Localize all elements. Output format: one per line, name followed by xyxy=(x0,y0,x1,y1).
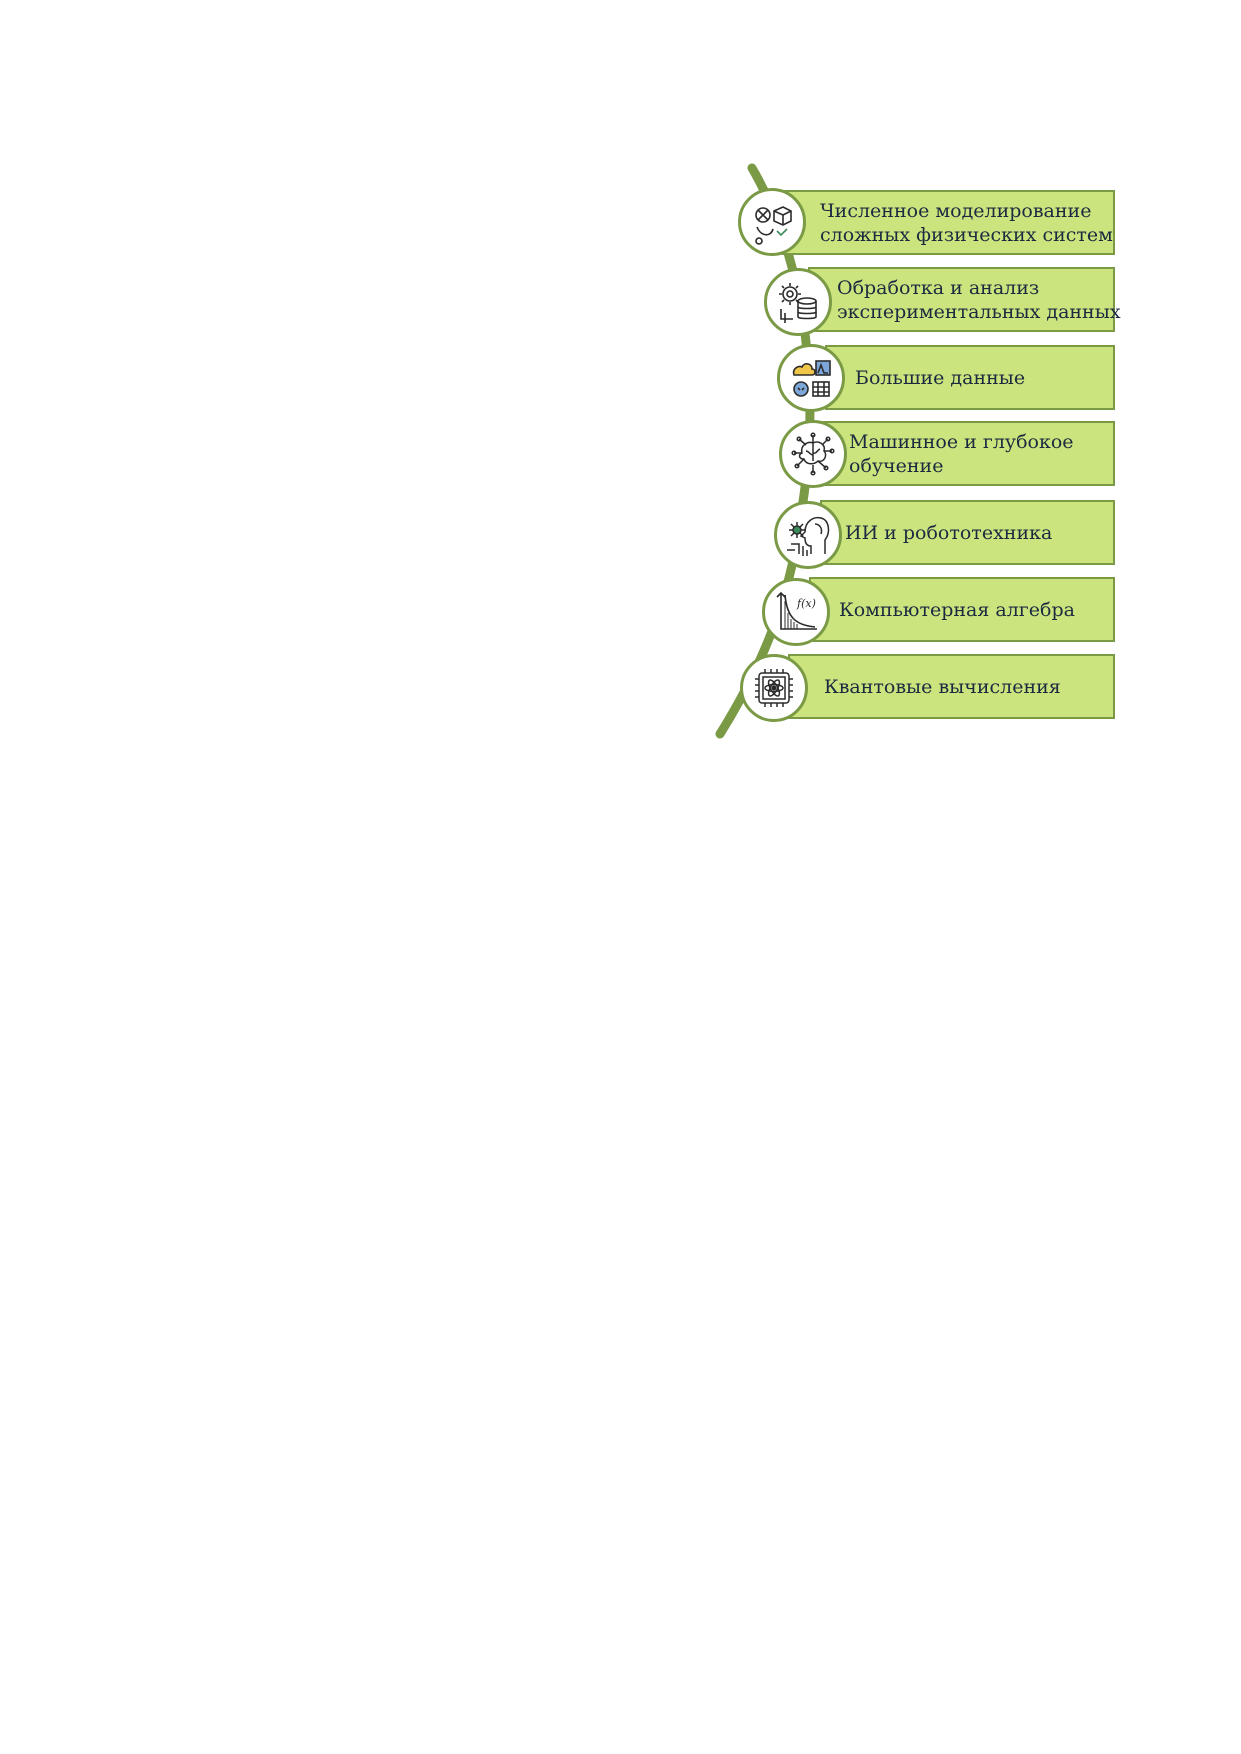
function-graph-icon: f(x) xyxy=(762,578,830,646)
item-label: Большие данные xyxy=(855,366,1025,390)
item-label-line: Квантовые вычисления xyxy=(824,675,1061,698)
item-label-line: экспериментальных данных xyxy=(837,300,1121,323)
item-label: Обработка и анализ экспериментальных дан… xyxy=(837,276,1121,324)
item-box-numerical-modeling: Численное моделирование сложных физическ… xyxy=(782,190,1115,255)
item-box-quantum-computing: Квантовые вычисления xyxy=(788,654,1115,719)
data-server-gear-icon xyxy=(764,268,832,336)
item-label: ИИ и робототехника xyxy=(845,521,1052,545)
item-box-big-data: Большие данные xyxy=(825,345,1115,410)
item-box-machine-learning: Машинное и глубокое обучение xyxy=(822,421,1115,486)
item-label-line: сложных физических систем xyxy=(820,223,1113,246)
item-label: Машинное и глубокое обучение xyxy=(849,430,1074,478)
item-label-line: Обработка и анализ xyxy=(837,276,1040,299)
item-label: Компьютерная алгебра xyxy=(839,598,1075,622)
item-label-line: Машинное и глубокое xyxy=(849,430,1074,453)
item-label-line: Компьютерная алгебра xyxy=(839,598,1075,621)
ai-robot-head-icon xyxy=(774,501,842,569)
physics-simulation-icon xyxy=(738,188,806,256)
item-label: Квантовые вычисления xyxy=(824,675,1061,699)
svg-text:f(x): f(x) xyxy=(796,597,816,610)
item-label: Численное моделирование сложных физическ… xyxy=(820,199,1113,247)
item-box-computer-algebra: Компьютерная алгебра xyxy=(809,577,1115,642)
big-data-icon xyxy=(777,344,845,412)
item-box-ai-robotics: ИИ и робототехника xyxy=(820,500,1115,565)
item-box-experimental-data: Обработка и анализ экспериментальных дан… xyxy=(808,267,1121,332)
item-label-line: ИИ и робототехника xyxy=(845,521,1053,544)
item-label-line: обучение xyxy=(849,454,944,477)
neural-brain-icon xyxy=(779,420,847,488)
quantum-chip-icon xyxy=(740,654,808,722)
item-label-line: Численное моделирование xyxy=(820,199,1092,222)
item-label-line: Большие данные xyxy=(855,366,1026,389)
